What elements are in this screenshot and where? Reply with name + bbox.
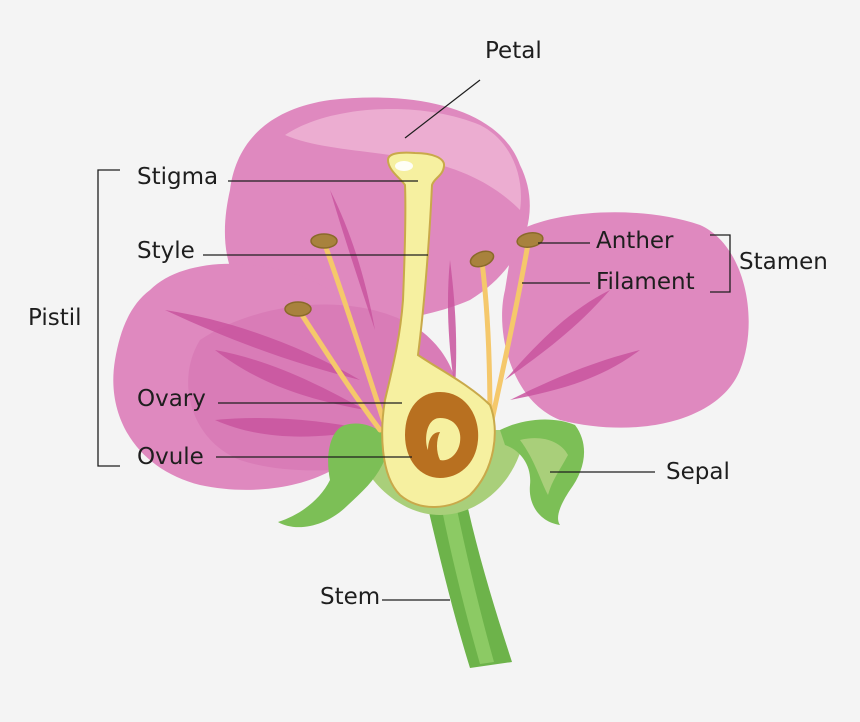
petal-veins (165, 190, 640, 437)
ovule-shape (426, 418, 461, 461)
pistil-bracket (97, 169, 120, 467)
label-stigma: Stigma (137, 164, 219, 190)
anthers (284, 231, 544, 317)
filaments (297, 241, 531, 433)
sepal-right-inner (520, 438, 568, 495)
label-pistil: Pistil (28, 305, 82, 331)
label-ovary: Ovary (137, 386, 206, 412)
petal-right (502, 212, 749, 428)
label-filament: Filament (596, 269, 695, 295)
label-sepal: Sepal (666, 459, 730, 485)
label-stamen: Stamen (739, 249, 828, 275)
sepal-left (278, 423, 390, 528)
petal-top-highlight (285, 108, 521, 210)
leader-lines (203, 79, 655, 601)
label-petal: Petal (485, 38, 542, 64)
label-anther: Anther (596, 228, 674, 254)
label-stem: Stem (320, 584, 381, 610)
stamen-bracket (710, 234, 731, 293)
stigma-highlight (395, 161, 413, 171)
label-style: Style (137, 238, 195, 264)
label-ovule: Ovule (137, 444, 204, 470)
stem-highlight (440, 500, 494, 664)
